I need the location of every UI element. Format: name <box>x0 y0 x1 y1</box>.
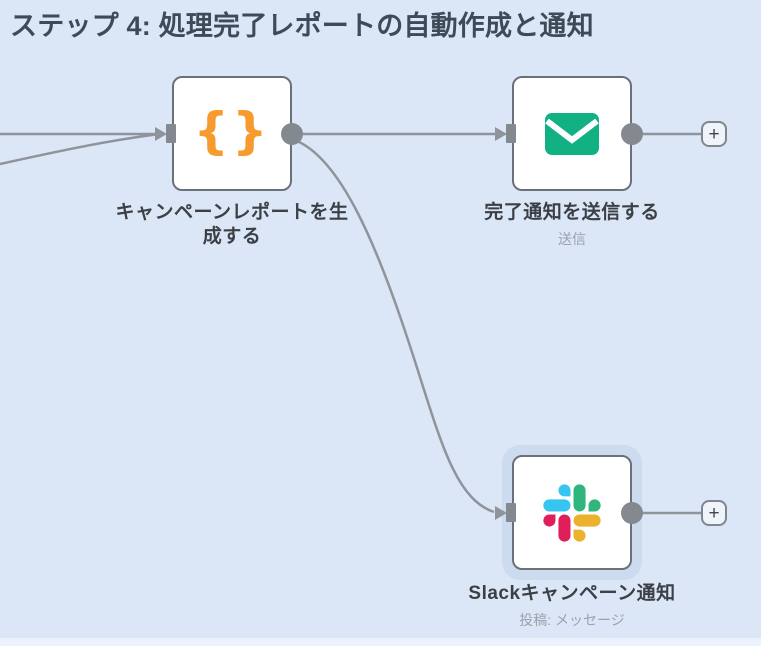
slack-icon <box>543 483 601 542</box>
arrowhead-email-input <box>495 127 507 141</box>
arrowhead-report-input <box>155 127 167 141</box>
curly-braces-icon: {} <box>193 101 271 160</box>
node-label-slack-campaign-notice: Slackキャンペーン通知 <box>468 583 676 604</box>
edge-incoming-curved[interactable] <box>0 133 157 166</box>
node-slack-campaign-notice[interactable] <box>512 455 632 570</box>
page-title: ステップ 4: 処理完了レポートの自動作成と通知 <box>10 11 594 41</box>
node-sublabel-slack-campaign-notice: 投稿: メッセージ <box>519 612 625 628</box>
sticky-note-bottom-edge <box>0 638 761 646</box>
node-sublabel-send-completion-notice: 送信 <box>558 231 586 247</box>
node-label-generate-campaign-report: キャンペーンレポートを生成する <box>115 202 349 247</box>
node-send-completion-notice[interactable] <box>512 76 632 191</box>
node-label-send-completion-notice: 完了通知を送信する <box>484 202 660 223</box>
edge-report-to-slack[interactable] <box>296 139 495 514</box>
envelope-icon <box>545 112 599 155</box>
node-generate-campaign-report[interactable]: {} <box>172 76 292 191</box>
add-node-button-after-email[interactable]: + <box>701 121 727 147</box>
add-node-button-after-slack[interactable]: + <box>701 500 727 526</box>
